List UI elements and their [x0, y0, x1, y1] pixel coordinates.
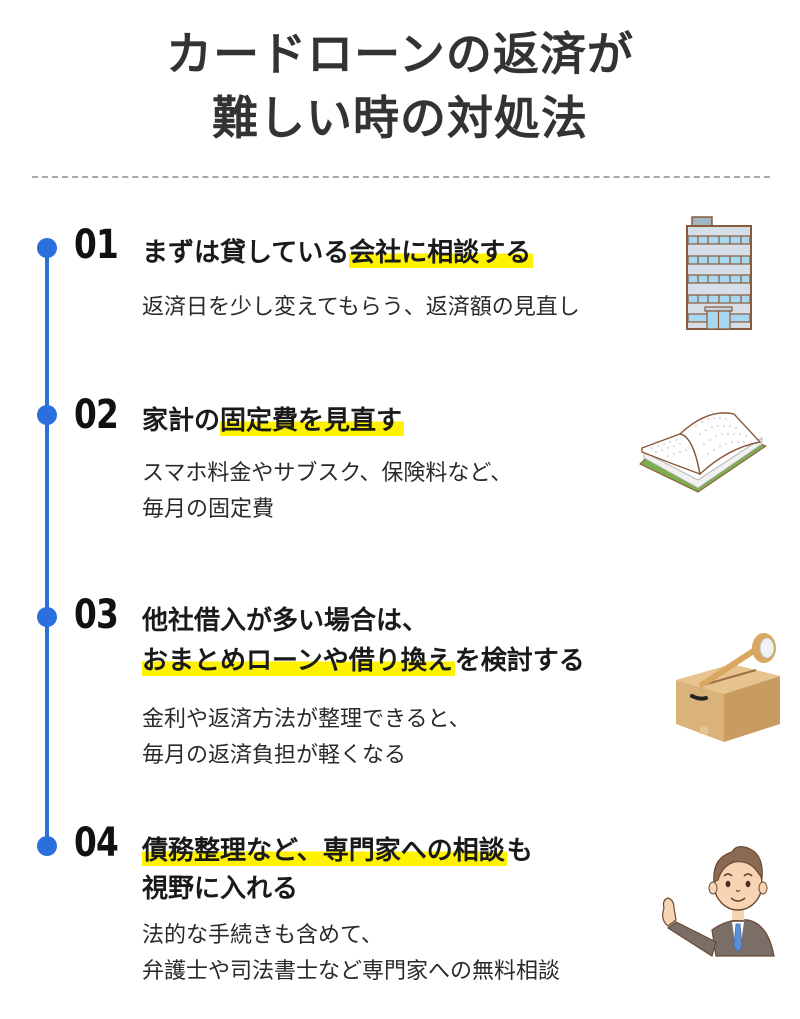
highlighted-text: 会社に相談する — [349, 238, 534, 268]
page-title: カードローンの返済が 難しい時の対処法 — [0, 22, 800, 150]
step-description: 金利や返済方法が整理できると、 毎月の返済負担が軽くなる — [142, 707, 471, 768]
cardboard-box-tape-icon — [676, 633, 780, 742]
highlighted-text: 固定費を見直す — [220, 406, 405, 436]
step-number: 02 — [74, 392, 119, 438]
title-line-2: 難しい時の対処法 — [212, 91, 588, 145]
step-heading: まずは貸している会社に相談する — [142, 238, 534, 268]
step-number: 03 — [74, 592, 119, 638]
step-heading: 家計の固定費を見直す — [142, 406, 405, 436]
step-description: 返済日を少し変えてもらう、返済額の見直し — [142, 295, 580, 320]
businessman-icon — [662, 846, 775, 957]
step-number: 04 — [74, 820, 119, 866]
step-description: スマホ料金やサブスク、保険料など、 毎月の固定費 — [142, 461, 513, 522]
timeline-line — [45, 248, 49, 846]
highlighted-text: おまとめローンや借り換え — [142, 646, 455, 676]
timeline-dot — [37, 238, 57, 258]
title-line-1: カードローンの返済が — [166, 27, 634, 81]
step-description: 法的な手続きも含めて、 弁護士や司法書士など専門家への無料相談 — [142, 923, 561, 984]
step-number: 01 — [74, 222, 119, 268]
highlighted-text: 債務整理など、専門家への相談 — [142, 836, 507, 866]
open-book-icon — [639, 412, 768, 493]
step-heading: 他社借入が多い場合は、 おまとめローンや借り換えを検討する — [142, 606, 585, 676]
step-heading: 債務整理など、専門家への相談も 視野に入れる — [142, 836, 533, 904]
timeline-dot — [37, 405, 57, 425]
timeline-dot — [37, 607, 57, 627]
office-building-icon — [686, 216, 752, 330]
timeline-dot — [37, 836, 57, 856]
dashed-divider — [32, 176, 770, 178]
